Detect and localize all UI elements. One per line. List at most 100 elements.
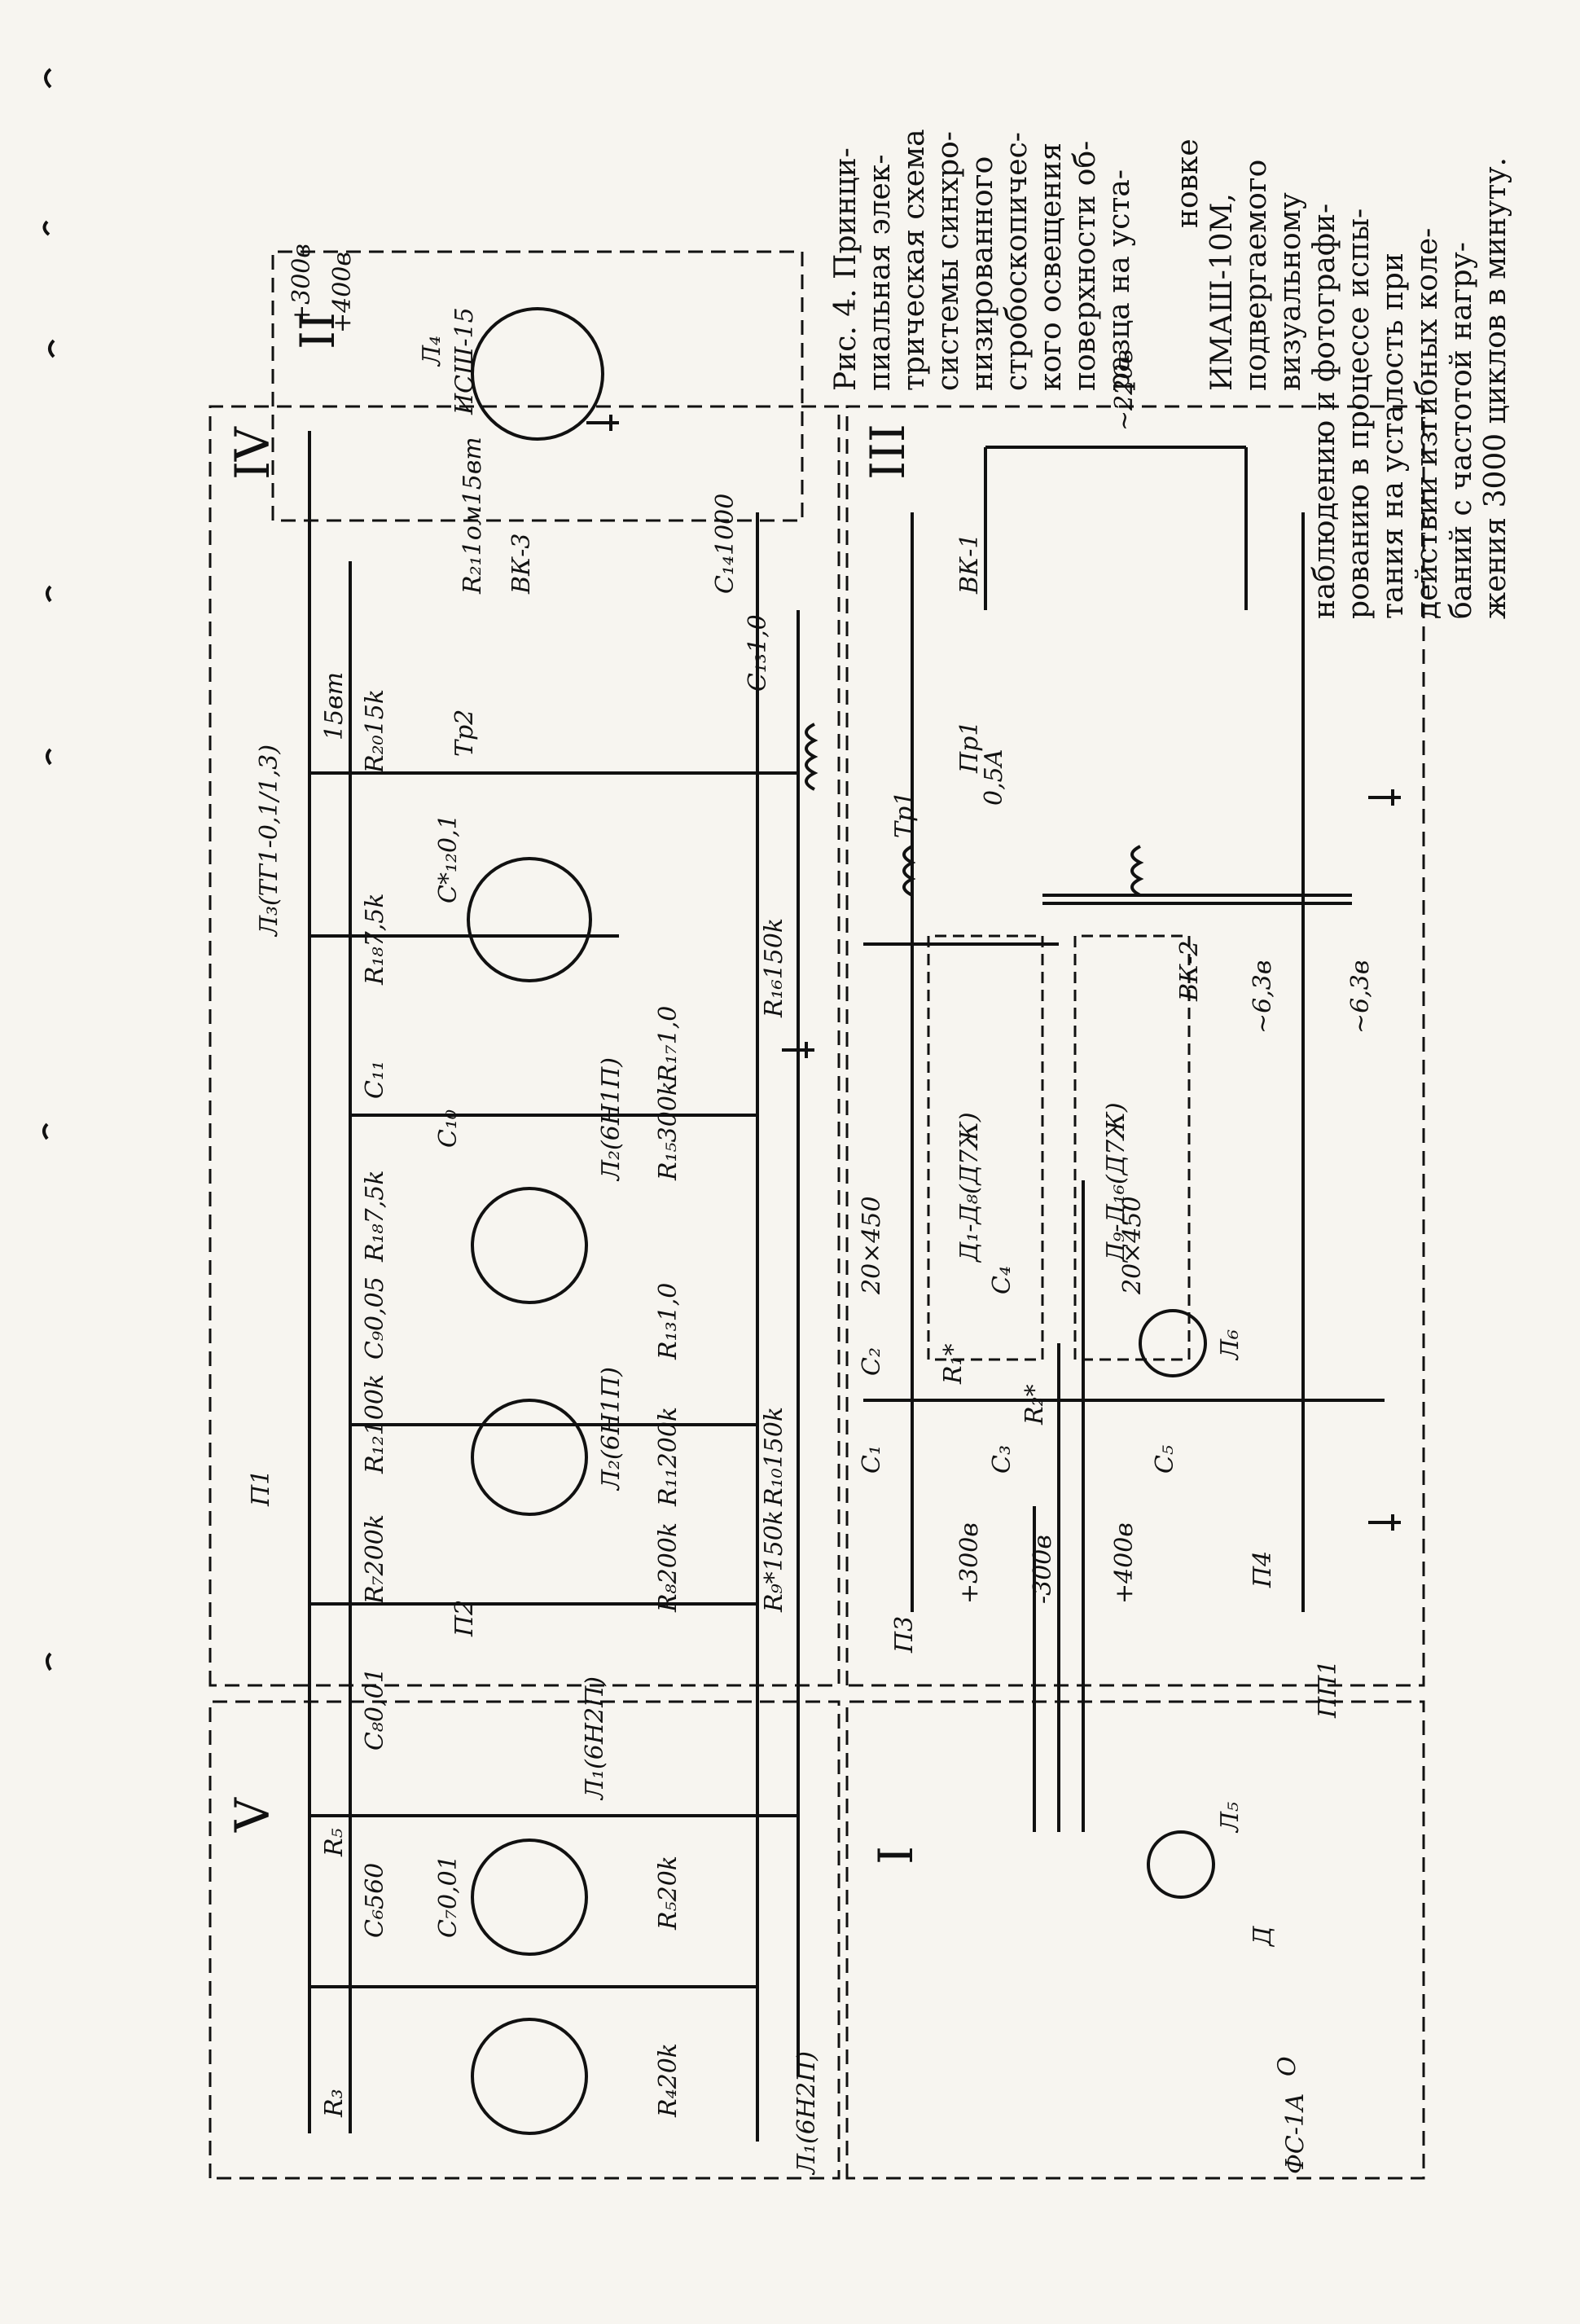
label-c5: C₅: [1151, 1445, 1179, 1474]
block-V-label: V: [225, 1797, 280, 1833]
label-pr1: Пр1: [955, 721, 984, 774]
label-r15: R₁₅300k: [654, 1081, 682, 1181]
bridge-d1-d8: [927, 934, 1044, 1361]
caption-line: разца на уста-: [1103, 169, 1136, 391]
label-r21: R₂₁1ом15вт: [459, 437, 487, 595]
tube-l1-right: [471, 1839, 588, 1956]
label-c4: C₄: [988, 1266, 1016, 1294]
tube-l4-type: ИСШ-15: [450, 307, 479, 415]
block-III-frame: [845, 405, 1425, 1687]
label-v220: ~220в: [1110, 349, 1139, 431]
tube-l3: [467, 857, 592, 982]
label-vk2: ВК-2: [1175, 941, 1204, 1003]
label-r3: R₃: [320, 2089, 349, 2118]
label-v300b: +300в: [955, 1522, 984, 1604]
figure-caption-lower: новке ИМАШ-10М, подвергаемого визуальном…: [1171, 138, 1512, 619]
tube-l2-right: [471, 1187, 588, 1304]
label-tr1: Тр1: [890, 791, 919, 838]
block-II-frame: [271, 250, 804, 522]
tube-l2-label-a: Л₂(6Н1П): [597, 1367, 625, 1491]
label-w15: 15вт: [320, 672, 349, 740]
label-vk3: ВК-3: [507, 534, 536, 595]
caption-line: визуальному: [1274, 192, 1307, 391]
tube-l2-left: [471, 1399, 588, 1516]
transformers: [756, 643, 1144, 897]
label-r16: R₁₆150k: [760, 918, 788, 1018]
label-v400b: +400в: [1110, 1522, 1139, 1604]
label-p2: П2: [450, 1600, 479, 1637]
label-v63b: ~6,3в: [1346, 960, 1375, 1034]
label-v400a: +400в: [328, 252, 357, 333]
label-p3: П3: [890, 1616, 919, 1654]
label-r11: R₁₁200k: [654, 1407, 682, 1507]
label-c10: C₁₀: [434, 1109, 463, 1148]
label-r18a: R₁₈7,5k: [361, 1170, 389, 1263]
label-r17: R₁₇1,0: [654, 1006, 682, 1083]
labels: I II III IV V Л₁(6Н2П) Л₁(6Н2П) Л₂(6Н1П)…: [225, 244, 1375, 2176]
caption-line: трическая схема: [898, 129, 931, 391]
label-c8: C₈0,01: [361, 1667, 389, 1751]
label-p1: П1: [247, 1470, 275, 1507]
label-c11: C₁₁: [361, 1061, 389, 1099]
label-r5: R₅: [320, 1828, 349, 1857]
label-r2: R₂*: [1020, 1384, 1049, 1426]
caption-line: подвергаемого: [1240, 160, 1273, 391]
label-tr2: Тр2: [450, 710, 479, 757]
caption-line: низированного: [966, 156, 999, 391]
margin-marks: [42, 68, 55, 1672]
label-o: О: [1273, 2056, 1301, 2076]
lamp-l6-label: Л₆: [1216, 1329, 1244, 1361]
bridge-d9-d16: [1073, 934, 1191, 1361]
block-IV-frame: [208, 405, 840, 1687]
label-r10: R₁₀150k: [760, 1407, 788, 1507]
tube-l1-left: [471, 2018, 588, 2135]
caption-line: поверхности об-: [1069, 141, 1102, 391]
label-d1-d8: Д₁-Д₈(Д7Ж): [955, 1112, 984, 1263]
tube-l2-label-b: Л₂(6Н1П): [597, 1057, 625, 1182]
label-pp1: ПП1: [1314, 1660, 1342, 1719]
caption-line: стробоскопичес-: [1000, 132, 1034, 391]
tr1-coil-a: [902, 845, 916, 897]
tube-l3-label: Л₃(ТГ1-0,1/1,3): [255, 745, 283, 938]
ground-icon: [586, 415, 619, 431]
schematic-rotated: I II III IV V Л₁(6Н2П) Л₁(6Н2П) Л₂(6Н1П)…: [208, 244, 1425, 2180]
label-d: Д: [1249, 1926, 1277, 1948]
tube-l4-label: Л₄: [418, 336, 446, 367]
label-c9: C₉0,05: [361, 1276, 389, 1360]
label-c6: C₆560: [361, 1863, 389, 1938]
tr2-coil: [805, 723, 819, 791]
lamp-l5-label: Л₅: [1216, 1802, 1244, 1834]
block-II-label: II: [290, 312, 345, 349]
label-r1: R₁*: [939, 1343, 968, 1385]
label-c1: C₁: [858, 1445, 886, 1474]
figure-caption: Рис. 4. Принци- пиальная элек- трическая…: [829, 129, 1136, 391]
lamp-l5: [1147, 1830, 1215, 1899]
caption-line: рованию в процессе испы-: [1342, 209, 1376, 619]
block-V-frame: [208, 1700, 840, 2180]
label-r13: R₁₃1,0: [654, 1283, 682, 1360]
label-d9-d16: Д₉-Д₁₆(Д7Ж): [1102, 1102, 1130, 1263]
ground-icon: [1368, 789, 1401, 806]
label-v300n: -300в: [1029, 1535, 1057, 1604]
label-p4: П4: [1249, 1551, 1277, 1588]
caption-line: новке: [1171, 138, 1205, 228]
block-III-label: III: [860, 424, 915, 480]
block-I-frame: [845, 1700, 1425, 2180]
block-I-label: I: [868, 1846, 924, 1865]
caption-line: системы синхро-: [932, 131, 965, 391]
caption-line: жения 3000 циклов в минуту.: [1479, 157, 1512, 619]
label-r20: R₂₀15k: [361, 689, 389, 774]
block-IV-label: IV: [225, 426, 280, 480]
label-v63a: ~6,3в: [1249, 960, 1277, 1034]
label-r5b: R₅20k: [654, 1856, 682, 1931]
label-v300a: +300в: [287, 244, 316, 325]
label-c7: C₇0,01: [434, 1855, 463, 1938]
label-vk1: ВК-1: [955, 534, 984, 595]
tube-l1-label: Л₁(6Н2П): [581, 1676, 609, 1801]
caption-line: баний с частотой нагру-: [1445, 242, 1478, 619]
caption-line: кого освещения: [1034, 143, 1068, 391]
tube-l1-label-bottom: Л₁(6Н2П): [792, 2051, 821, 2176]
tr1-coil-b: [1130, 845, 1144, 897]
